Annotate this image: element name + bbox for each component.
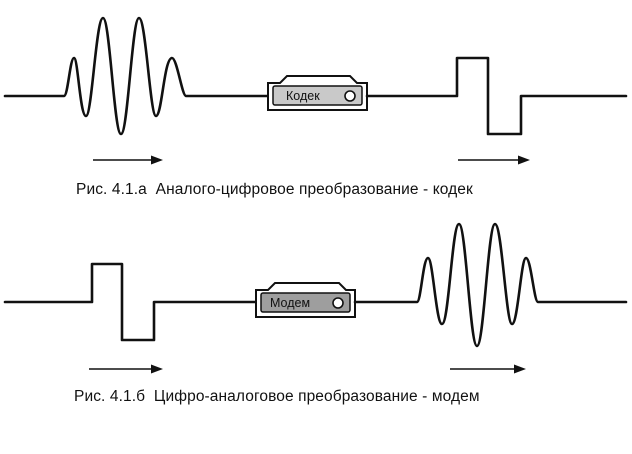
analog-input-wave [3,16,270,136]
right-arrow-icon [151,364,163,374]
right-arrow-icon [518,155,530,165]
input-direction-arrow-a [93,155,163,165]
modem-device-panel [260,292,351,313]
codec-device-label: Кодек [286,89,320,103]
figure-b: Модем [3,222,628,374]
input-direction-arrow-b [89,364,163,374]
indicator-light-icon [344,90,356,102]
codec-device: Кодек [267,75,368,111]
figure-a-caption: Рис. 4.1.а Аналого-цифровое преобразован… [76,181,473,199]
output-direction-arrow-a [458,155,530,165]
right-arrow-icon [151,155,163,165]
modem-device: Модем [255,282,356,318]
figure-a: Кодек [3,16,628,165]
modem-device-label: Модем [270,296,310,310]
figure-a-caption-text: Аналого-цифровое преобразование - кодек [155,181,473,198]
figure-a-caption-number: Рис. 4.1.а [76,181,147,198]
figure-b-caption: Рис. 4.1.б Цифро-аналоговое преобразован… [74,388,480,406]
right-arrow-icon [514,364,526,374]
figure-b-caption-number: Рис. 4.1.б [74,388,146,405]
analog-output-wave [353,222,628,348]
indicator-light-icon [332,297,344,309]
digital-input-wave [3,262,258,342]
digital-output-wave [365,56,628,136]
figure-b-caption-text: Цифро-аналоговое преобразование - модем [153,388,480,405]
codec-device-panel [272,85,363,106]
output-direction-arrow-b [450,364,526,374]
